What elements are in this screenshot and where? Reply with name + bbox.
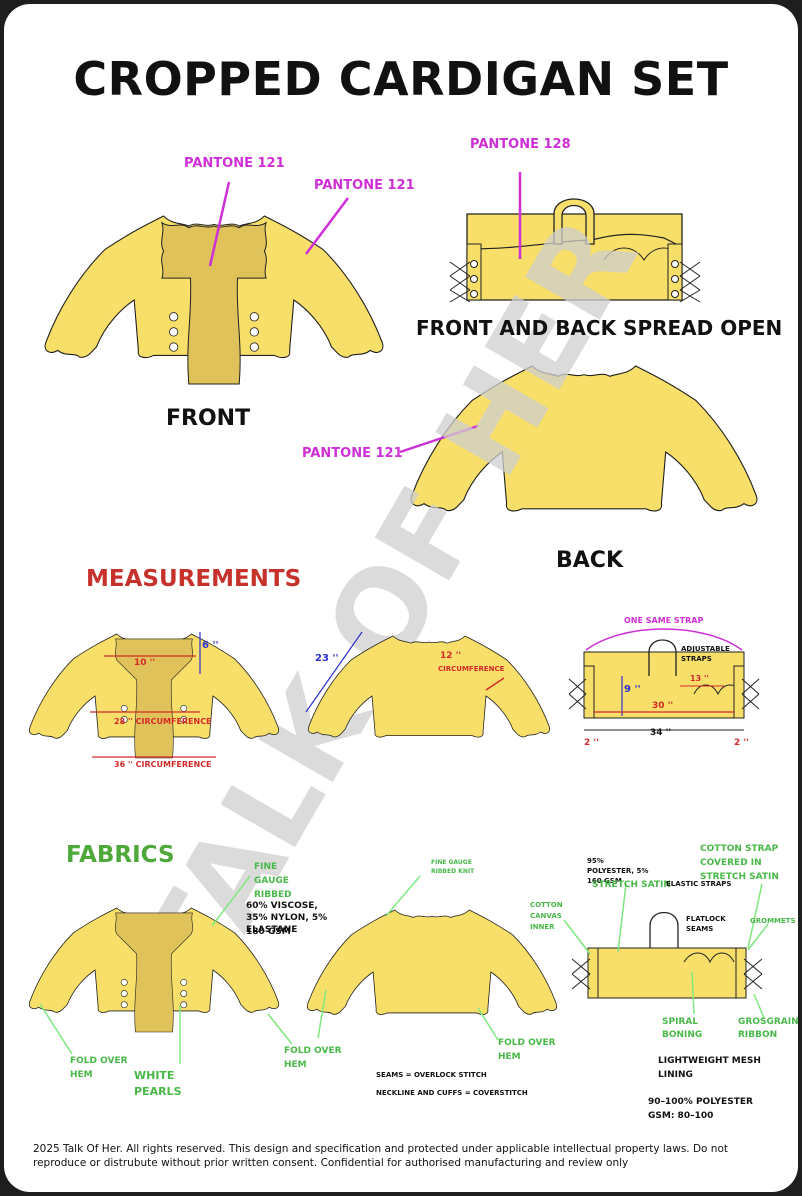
page-title: CROPPED CARDIGAN SET [73, 52, 729, 106]
measure-left-gap: 2 '' [584, 738, 599, 748]
measure-waist: 28 '' CIRCUMFERENCE [114, 717, 212, 726]
fabric-front-knit: FINE GAUGE RIBBED [254, 862, 292, 900]
fabric-top-canvas: COTTON CANVAS INNER [530, 901, 563, 931]
measure-cuff-note: CIRCUMFERENCE [438, 665, 505, 673]
garment-illustrations: TALK OF HER [28, 172, 769, 1064]
fabric-front-drawing [28, 907, 280, 1033]
fabric-top-cotton-strap: COTTON STRAP COVERED IN STRETCH SATIN [700, 844, 779, 882]
front-label: FRONT [166, 406, 251, 431]
pantone-back: PANTONE 121 [302, 446, 403, 461]
fabric-front-gsm: 180 GSM [246, 927, 291, 937]
measure-width: 10 '' [134, 658, 156, 668]
copyright-footer: 2025 Talk Of Her. All rights reserved. T… [33, 1143, 729, 1169]
fabric-front-hem-left: FOLD OVER HEM [70, 1056, 128, 1080]
measurements-heading: MEASUREMENTS [86, 566, 302, 592]
fabric-neckline: NECKLINE AND CUFFS = COVERSTITCH [376, 1089, 528, 1097]
fabric-back-hem: FOLD OVER HEM [498, 1038, 556, 1062]
fabric-top-ribbon: GROSGRAIN RIBBON [738, 1017, 798, 1040]
same-strap-label: ONE SAME STRAP [624, 616, 704, 625]
fabric-top-poly: 95% POLYESTER, 5% 160 GSM [587, 857, 649, 885]
spread-open-label: FRONT AND BACK SPREAD OPEN [416, 316, 783, 340]
fabric-top-boning: SPIRAL BONING [662, 1017, 703, 1040]
fabric-top-grommets: GROMMETS [750, 917, 796, 925]
measure-right-gap: 2 '' [734, 738, 749, 748]
adjustable-straps-label: ADJUSTABLE STRAPS [681, 645, 730, 663]
fabric-back-drawing [306, 909, 558, 1015]
spec-sheet: TALK OF HER [4, 4, 798, 1192]
fabric-top-flatlock: FLATLOCK SEAMS [686, 915, 726, 933]
measure-inner-width: 30 '' [652, 701, 674, 711]
fabric-strap-drawing [571, 911, 763, 999]
measure-outer-width: 34 '' [650, 728, 672, 738]
fabric-back-knit: FINE GAUGE RIBBED KNIT [431, 859, 475, 875]
pantone-front-sleeve: PANTONE 121 [314, 178, 415, 193]
measure-hem: 36 '' CIRCUMFERENCE [114, 760, 212, 769]
fabric-top-lining: LIGHTWEIGHT MESH LINING [658, 1056, 761, 1080]
fabric-seams: SEAMS = OVERLOCK STITCH [376, 1071, 487, 1079]
fabric-top-lining-comp: 90–100% POLYESTER [648, 1097, 753, 1107]
pantone-spread: PANTONE 128 [470, 137, 571, 152]
fabric-top-lining-gsm: GSM: 80–100 [648, 1111, 714, 1121]
measure-cuff: 12 '' [440, 651, 462, 661]
fabric-front-pearls: WHITE PEARLS [134, 1069, 182, 1098]
measure-height: 9 '' [624, 684, 641, 695]
fabric-top-elastic: ELASTIC STRAPS [666, 880, 732, 888]
fabric-front-composition: 60% VISCOSE, 35% NYLON, 5% ELASTANE [246, 901, 328, 935]
measure-strap-drawing [568, 628, 760, 731]
fabric-front-hem-right: FOLD OVER HEM [284, 1046, 342, 1070]
front-cardigan-drawing [44, 215, 384, 385]
fabrics-heading: FABRICS [66, 842, 175, 868]
fabric-top-satin: STRETCH SATIN [592, 880, 671, 890]
pantone-front-center: PANTONE 121 [184, 156, 285, 171]
measure-length: 6 '' [202, 640, 219, 651]
measure-cup: 13 '' [690, 674, 709, 683]
measure-sleeve: 23 '' [315, 653, 339, 664]
back-label: BACK [556, 548, 623, 573]
